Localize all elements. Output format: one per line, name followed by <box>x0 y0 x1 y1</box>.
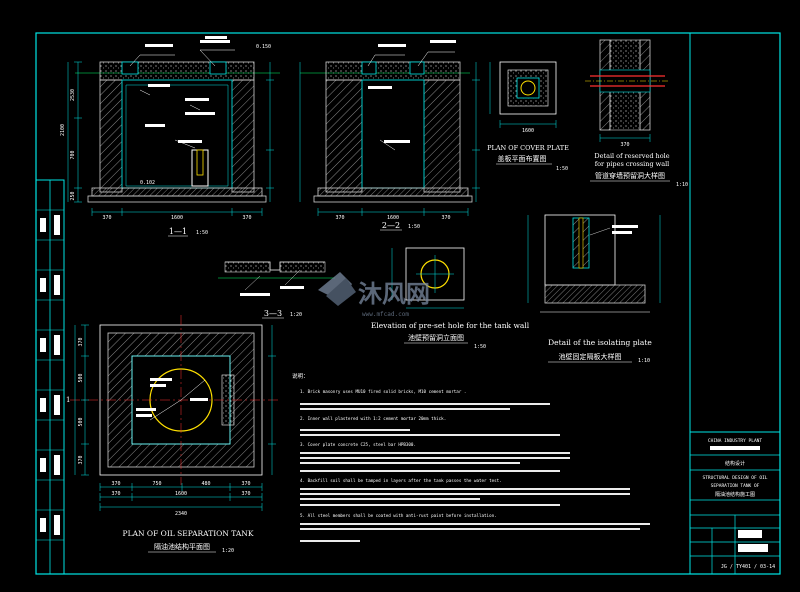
title-block-company: CHINA INDUSTRY PLANT <box>708 438 762 444</box>
notes-line-5: 5. All steel members shall be coated wit… <box>300 513 497 518</box>
section-1-1-dim-height-b: 2530 <box>70 89 76 101</box>
notes-line-1: 1. Brick masonry uses MU10 fired solid b… <box>300 389 466 394</box>
section-3-3: 3—3 1:20 <box>218 261 335 319</box>
oil-tank-plan-title-cn: 隔油池结构平面图 <box>154 542 210 551</box>
section-1-1: 370 1600 370 2100 2530 700 250 0.150 0.1… <box>60 36 280 237</box>
oil-tank-plan-scale: 1:20 <box>222 548 234 554</box>
section-1-1-title: 1—1 <box>169 227 187 236</box>
cover-plate-plan: 1600 PLAN OF COVER PLATE 盖板平面布置图 1:50 <box>487 61 569 172</box>
section-2-2-dim-left-wall: 370 <box>335 215 344 221</box>
oil-tank-plan-title-en: PLAN OF OIL SEPARATION TANK <box>123 529 254 538</box>
plan-dim-b1: 370 <box>111 491 120 497</box>
section-1-1-dim-right-wall: 370 <box>242 215 251 221</box>
plan-dim-left-3: 500 <box>78 417 84 426</box>
plan-dim-a3: 480 <box>201 481 210 487</box>
plan-dim-b3: 370 <box>241 491 250 497</box>
reserved-hole-title-1: Detail of reserved hole <box>594 152 669 160</box>
cover-plate-dim: 1600 <box>522 128 534 134</box>
section-3-3-scale: 1:20 <box>290 312 302 318</box>
watermark-text: 沐风网 <box>358 280 430 308</box>
section-1-1-dim-height-c: 700 <box>70 150 76 159</box>
plan-dim-left-2: 500 <box>78 373 84 382</box>
title-block-drawing-no: JG / TY401 / 03-14 <box>721 564 775 570</box>
plan-dim-a4: 370 <box>241 481 250 487</box>
watermark: 沐风网 www.mfcad.com <box>318 272 430 318</box>
oil-tank-plan-section-mark: 1 <box>66 396 70 404</box>
revision-strip <box>35 179 65 575</box>
isolating-plate-title-en: Detail of the isolating plate <box>548 338 652 347</box>
isolating-plate-detail: Detail of the isolating plate 池壁固定隔板大样图 … <box>527 214 661 364</box>
oil-tank-plan: 1 370 750 480 370 370 1600 370 2340 370 <box>66 315 280 554</box>
section-1-1-elevation: 0.150 <box>256 44 271 50</box>
pre-set-hole-title-en: Elevation of pre-set hole for the tank w… <box>371 321 530 330</box>
plan-dim-a1: 370 <box>111 481 120 487</box>
section-2-2-scale: 1:50 <box>408 224 420 230</box>
title-block-title-2: SEPARATION TANK OF <box>711 483 760 489</box>
section-3-3-title: 3—3 <box>264 309 282 318</box>
plan-dim-left-4: 370 <box>78 455 84 464</box>
isolating-plate-title-cn: 池壁固定隔板大样图 <box>559 352 622 361</box>
notes-line-3: 3. Cover plate concrete C25, steel bar H… <box>300 442 416 447</box>
notes-line-4: 4. Backfill soil shall be tamped in laye… <box>300 478 502 483</box>
reserved-hole-detail: 370 Detail of reserved hole for pipes cr… <box>585 39 688 188</box>
reserved-hole-title-cn: 管道穿墙预留洞大样图 <box>595 171 665 180</box>
notes-line-2: 2. Inner wall plastered with 1:2 cement … <box>300 416 446 421</box>
pre-set-hole-elevation: Elevation of pre-set hole for the tank w… <box>371 247 530 350</box>
section-1-1-dim-span: 1600 <box>171 215 183 221</box>
plan-dim-b2: 1600 <box>175 491 187 497</box>
plan-dim-left-1: 370 <box>78 337 84 346</box>
reserved-hole-dim: 370 <box>620 142 629 148</box>
section-1-1-bottom-level: 0.102 <box>140 180 155 186</box>
cover-plate-title-cn: 盖板平面布置图 <box>498 154 547 163</box>
plan-dim-total: 2340 <box>175 511 187 517</box>
watermark-url: www.mfcad.com <box>362 311 409 318</box>
isolating-plate-scale: 1:10 <box>638 358 650 364</box>
reserved-hole-title-2: for pipes crossing wall <box>595 160 670 168</box>
notes-heading: 说明： <box>292 372 309 380</box>
section-2-2-dim-span: 1600 <box>387 215 399 221</box>
pre-set-hole-scale: 1:50 <box>474 344 486 350</box>
title-block-design-label: 结构设计 <box>725 460 745 467</box>
section-1-1-dim-height-a: 2100 <box>60 124 66 136</box>
section-1-1-dim-height-d: 250 <box>70 191 76 200</box>
title-block: CHINA INDUSTRY PLANT 结构设计 STRUCTURAL DES… <box>689 33 781 575</box>
title-block-title-cn: 隔油池结构施工图 <box>715 491 755 498</box>
plan-dim-a2: 750 <box>152 481 161 487</box>
section-2-2-dim-right-wall: 370 <box>441 215 450 221</box>
section-2-2: 370 1600 370 2—2 1:50 <box>299 40 480 231</box>
cover-plate-scale: 1:50 <box>556 166 568 172</box>
section-2-2-title: 2—2 <box>382 221 400 230</box>
reserved-hole-scale: 1:10 <box>676 182 688 188</box>
title-block-title-1: STRUCTURAL DESIGN OF OIL <box>702 475 767 481</box>
general-notes: 说明： 1. Brick masonry uses MU10 fired sol… <box>292 372 650 542</box>
section-1-1-scale: 1:50 <box>196 230 208 236</box>
pre-set-hole-title-cn: 池壁预留洞立面图 <box>408 333 464 342</box>
cover-plate-title-en: PLAN OF COVER PLATE <box>487 144 569 152</box>
section-1-1-dim-left-wall: 370 <box>102 215 111 221</box>
